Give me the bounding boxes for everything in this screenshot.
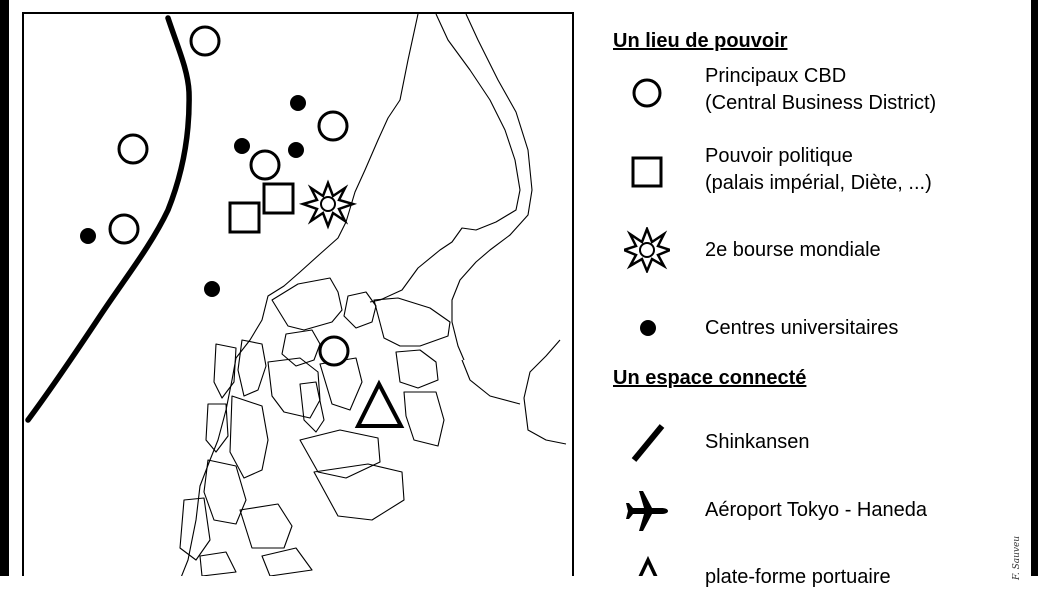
island-15 [205, 403, 229, 453]
legend-heading-connected: Un espace connecté [613, 367, 807, 389]
legend-label-shinkansen: Shinkansen [705, 431, 810, 453]
university-marker [288, 142, 304, 158]
cbd-marker [189, 25, 221, 57]
island-11 [403, 391, 445, 447]
legend-label-political-1: Pouvoir politique [705, 145, 853, 167]
legend-label-cbd-2: (Central Business District) [705, 92, 937, 114]
island-17 [239, 503, 293, 549]
island-1 [271, 277, 343, 331]
legend-label-port: plate-forme portuaire [705, 566, 891, 588]
coastline [181, 13, 419, 576]
island-19 [199, 551, 237, 576]
island-12 [299, 429, 381, 479]
university-marker [290, 95, 306, 111]
island-18 [179, 497, 211, 561]
circle-icon [632, 78, 662, 108]
island-14 [229, 395, 269, 479]
legend-heading-power: Un lieu de pouvoir [613, 30, 788, 52]
island-3 [373, 297, 451, 347]
university-marker [204, 281, 220, 297]
map-frame [22, 12, 574, 576]
legend-label-cbd-1: Principaux CBD [705, 65, 847, 87]
legend-label-airport: Aéroport Tokyo - Haneda [705, 499, 927, 521]
map [22, 12, 574, 576]
island-16 [203, 459, 247, 525]
cbd-marker [249, 149, 281, 181]
coastline-inner [369, 13, 521, 303]
island-2 [343, 291, 377, 329]
cbd-marker [108, 213, 140, 245]
shinkansen-line [25, 15, 192, 423]
starburst-icon [624, 227, 670, 273]
island-10 [395, 349, 439, 389]
island-4 [281, 329, 321, 367]
east-shore [523, 339, 567, 445]
island-7 [267, 357, 321, 419]
frame-right-border [1031, 0, 1038, 576]
island-9 [319, 357, 363, 411]
river [451, 13, 533, 361]
political-marker [262, 182, 295, 215]
island-20 [261, 547, 313, 576]
legend-label-political-2: (palais impérial, Diète, ...) [705, 172, 932, 194]
dot-icon [640, 320, 656, 336]
square-icon [631, 156, 663, 188]
airplane-icon [626, 491, 668, 531]
legend-label-university: Centres universitaires [705, 317, 899, 339]
island-13 [313, 463, 405, 521]
cbd-marker [317, 110, 349, 142]
exchange-marker-core [320, 196, 336, 212]
cbd-marker [117, 133, 149, 165]
island-6 [213, 343, 237, 399]
political-marker [228, 201, 261, 234]
author-signature: F. Sauveu [1012, 535, 1022, 580]
east-shore-2 [461, 359, 521, 405]
cbd-marker [318, 335, 350, 367]
university-marker [80, 228, 96, 244]
line-icon [631, 424, 665, 462]
port-marker [354, 379, 405, 428]
university-marker [234, 138, 250, 154]
legend-label-exchange: 2e bourse mondiale [705, 239, 881, 261]
island-5 [237, 339, 267, 397]
triangle-icon [638, 556, 658, 576]
island-8 [299, 381, 325, 433]
frame-left-border [0, 0, 9, 576]
